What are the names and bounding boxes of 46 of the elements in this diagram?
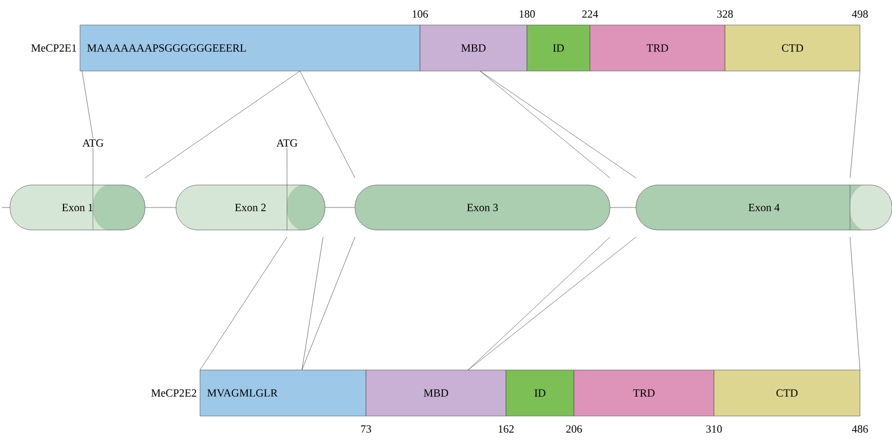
exon-box: Exon 2	[176, 184, 326, 230]
mapping-line	[850, 236, 860, 370]
mapping-line	[480, 70, 610, 178]
start-codon-label: ATG	[276, 139, 298, 147]
position-number: 106	[412, 10, 428, 18]
mapping-line	[468, 236, 636, 370]
domain-box: CTD	[724, 24, 860, 72]
position-number: 180	[520, 10, 535, 18]
mapping-line	[468, 236, 610, 370]
mapping-line	[302, 236, 324, 370]
position-number: 162	[498, 425, 514, 433]
domain-box: MBD	[420, 24, 528, 72]
domain-box: ID	[506, 370, 574, 416]
mapping-line	[200, 236, 288, 370]
exon-box: Exon 1	[10, 184, 146, 230]
domain-box: ID	[526, 24, 590, 72]
intron-line	[610, 207, 636, 208]
mapping-line	[480, 70, 636, 178]
domain-box: MAAAAAAAPSGGGGGGEEERL	[80, 24, 420, 72]
mapping-line	[144, 70, 300, 178]
domain-box: MBD	[366, 370, 506, 416]
position-number: 486	[852, 425, 868, 433]
position-number: 310	[706, 425, 722, 433]
position-number: 224	[582, 10, 598, 18]
mapping-line	[300, 70, 356, 178]
exon-box: Exon 4	[636, 184, 892, 230]
tick-line	[286, 148, 288, 186]
protein-name: MeCP2E1	[31, 44, 76, 52]
domain-box: TRD	[590, 24, 726, 72]
intron-line	[324, 207, 356, 208]
tick-line	[92, 148, 94, 186]
position-number: 328	[717, 10, 733, 18]
start-codon-label: ATG	[82, 139, 104, 147]
exon-box: Exon 3	[354, 184, 610, 230]
intron-line	[144, 207, 176, 208]
protein-name: MeCP2E2	[151, 389, 196, 397]
domain-box: CTD	[714, 370, 860, 416]
intron-line	[2, 207, 10, 208]
position-number: 206	[566, 425, 582, 433]
position-number: 73	[361, 425, 372, 433]
mapping-line	[302, 236, 356, 370]
mapping-line	[850, 70, 860, 178]
mapping-line	[82, 70, 94, 138]
domain-box: MVAGMLGLR	[200, 370, 366, 416]
position-number: 498	[852, 10, 868, 18]
domain-box: TRD	[574, 370, 714, 416]
